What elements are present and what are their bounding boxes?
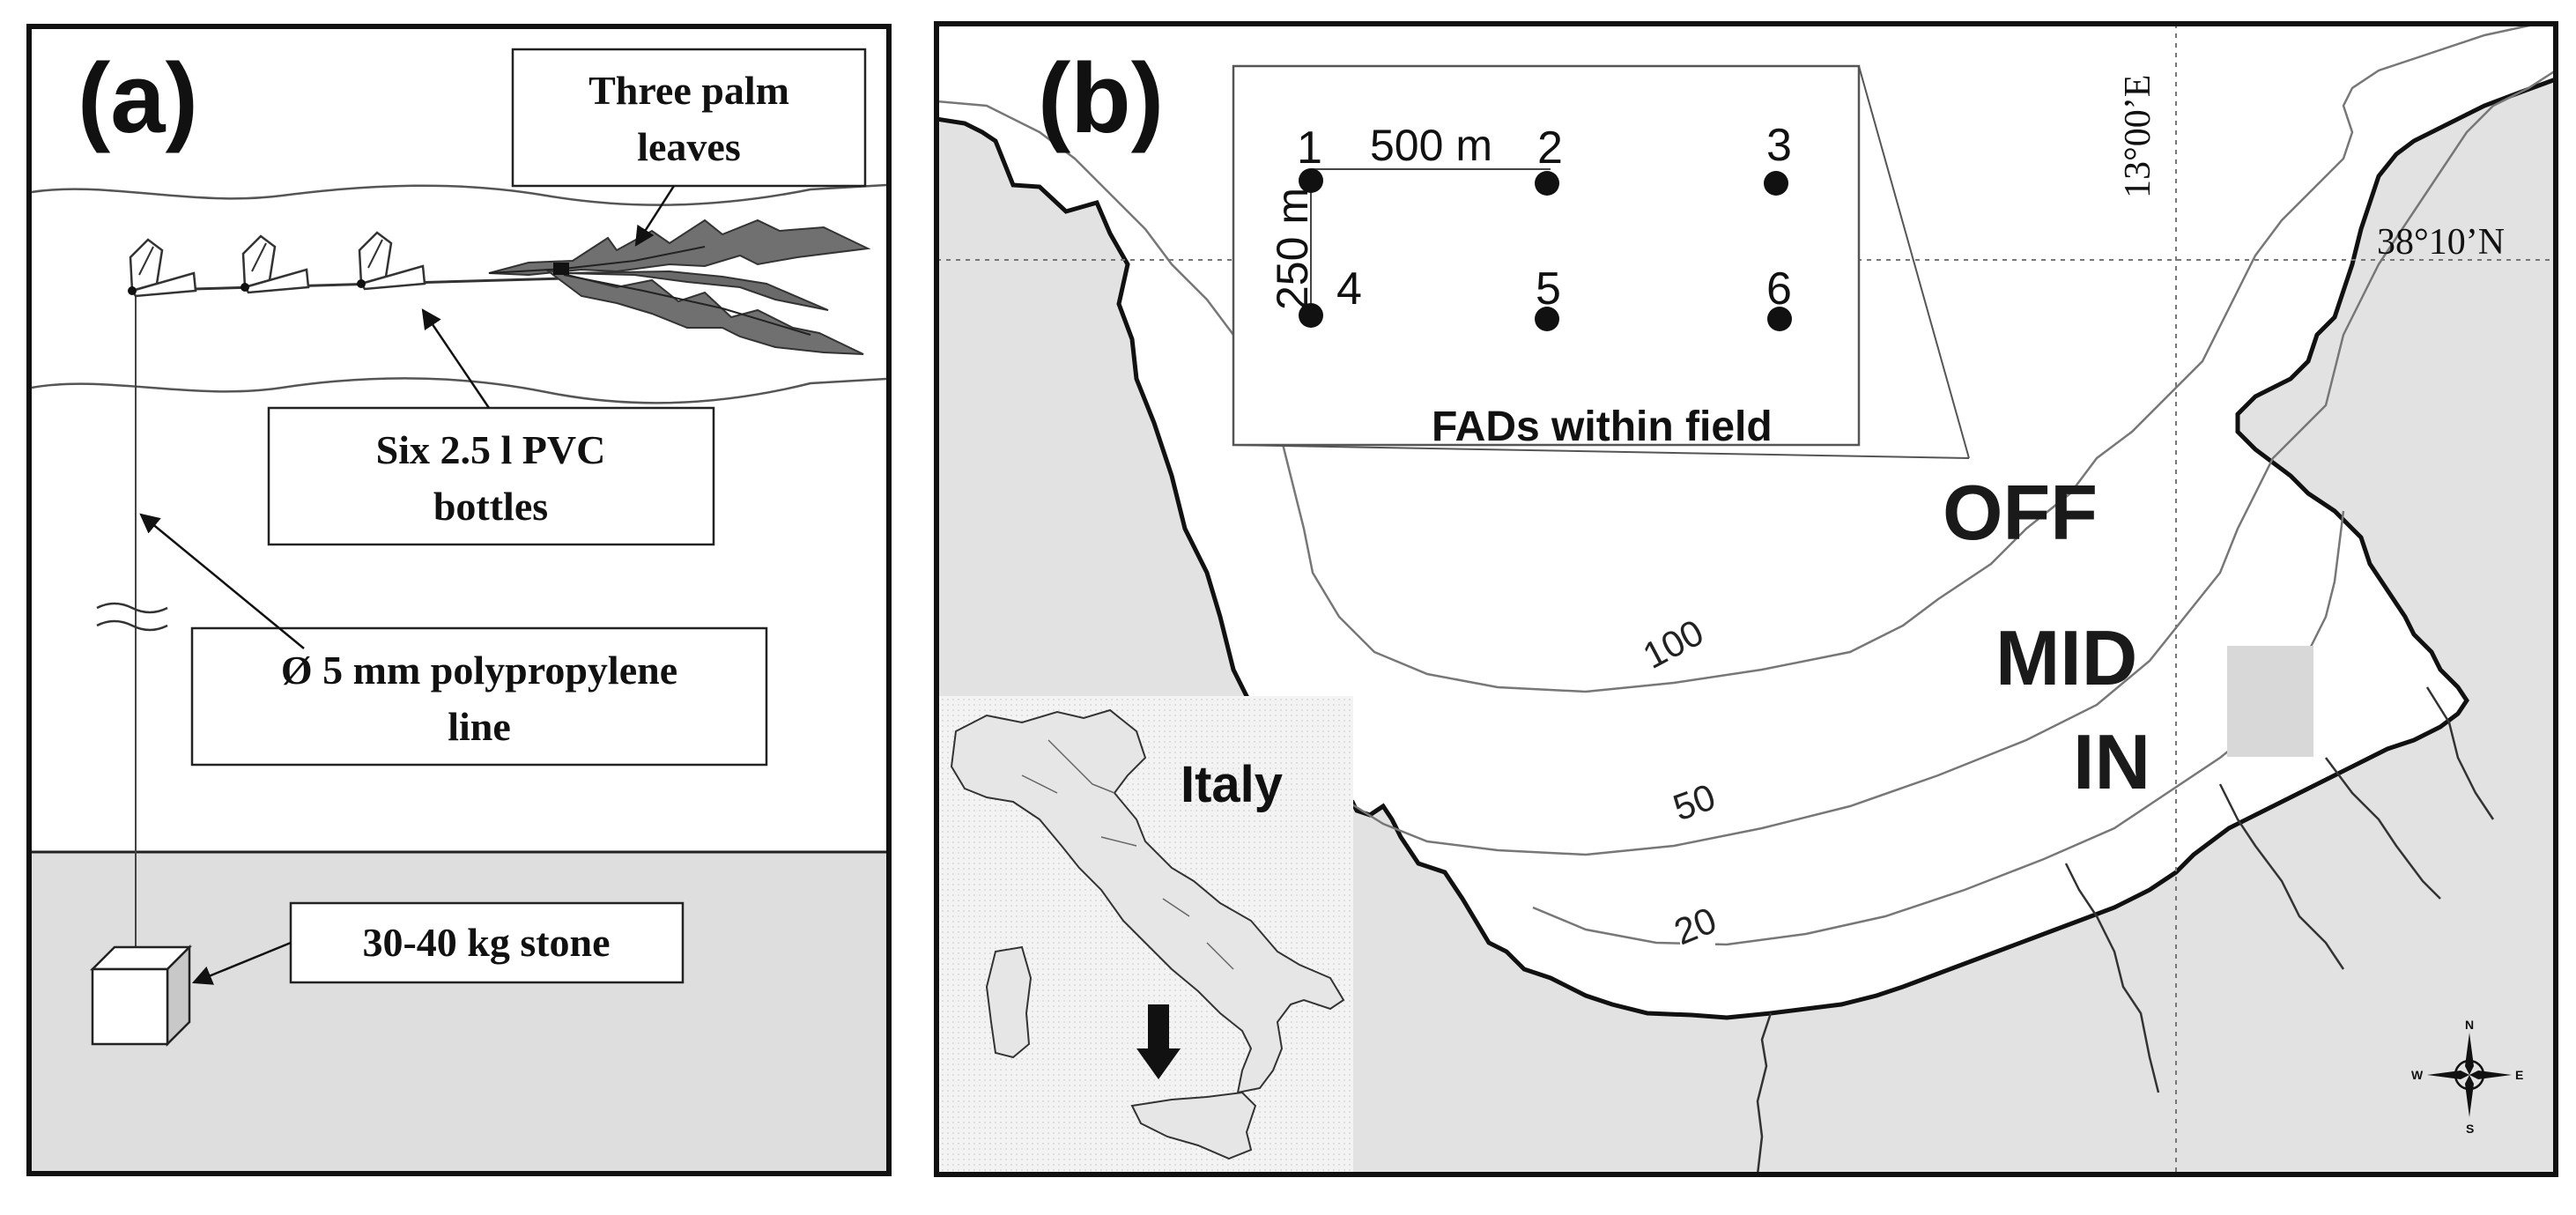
longitude-label: 13°00’E — [2118, 75, 2158, 198]
palm-label-box — [511, 48, 867, 188]
bottle-group-2 — [241, 234, 310, 294]
line-break-mark — [96, 602, 168, 632]
compass-w: W — [2411, 1068, 2424, 1082]
palm-leaves — [488, 219, 871, 355]
river-5 — [2425, 686, 2495, 820]
panel-b-frame — [934, 21, 2558, 1177]
bottles-label-line2: bottles — [433, 484, 548, 529]
fad-number-1: 1 — [1297, 122, 1322, 174]
latitude-label: 38°10’N — [2377, 222, 2505, 263]
fad-field-caption: FADs within field — [1432, 404, 1773, 450]
panel-a-letter: (a) — [78, 43, 198, 153]
contour-50 — [1347, 70, 2553, 856]
zone-label-off: OFF — [1943, 469, 2098, 556]
coastline — [939, 78, 2553, 1020]
fad-number-5: 5 — [1536, 263, 1561, 315]
river-1 — [1756, 1012, 1773, 1172]
zone-label-mid: MID — [1995, 614, 2137, 701]
line-label-line2: line — [448, 704, 511, 749]
river-4 — [2325, 757, 2441, 900]
italy-label: Italy — [1181, 756, 1283, 813]
line-label-box — [190, 626, 768, 767]
panel-a: (a) — [26, 24, 892, 1176]
fad-number-4: 4 — [1336, 263, 1362, 315]
bottles-label-line1: Six 2.5 l PVC — [376, 427, 606, 472]
panel-b-letter: (b) — [1038, 43, 1164, 153]
contour-100 — [939, 26, 2531, 693]
line-label-line1: Ø 5 mm polypropylene — [281, 648, 677, 693]
stone-label-box — [289, 901, 685, 984]
float-rope — [131, 277, 565, 293]
stone-cube — [89, 944, 193, 1048]
fad-marker-5 — [1535, 307, 1559, 331]
fad-number-2: 2 — [1537, 122, 1563, 174]
location-arrow — [1136, 1004, 1181, 1079]
study-area-marker — [2227, 646, 2313, 757]
compass-s: S — [2466, 1122, 2474, 1136]
bottle-group-3 — [357, 231, 426, 291]
fad-number-6: 6 — [1766, 263, 1792, 315]
stone-arrow — [191, 941, 292, 985]
spacing-horizontal: 500 m — [1370, 121, 1492, 170]
stone-label: 30-40 kg stone — [362, 920, 610, 965]
spacing-vertical: 250 m — [1268, 188, 1317, 310]
sea-surface-upper — [31, 183, 887, 206]
fad-marker-1 — [1299, 168, 1323, 193]
fad-marker-6 — [1767, 307, 1792, 331]
compass-n: N — [2465, 1018, 2474, 1032]
compass-rose: N S W E — [2411, 1018, 2523, 1136]
river-2 — [2064, 863, 2160, 1093]
bottle-group-1 — [128, 238, 197, 298]
palm-label-line1: Three palm — [588, 68, 789, 113]
palm-label-line2: leaves — [637, 124, 741, 169]
river-3 — [2218, 783, 2345, 970]
sea-surface-lower — [31, 377, 887, 404]
line-arrow — [139, 513, 305, 649]
italy-mainland — [950, 708, 1345, 1094]
fad-marker-4 — [1299, 303, 1323, 328]
palm-arrow — [634, 185, 676, 247]
bottles-arrow — [421, 308, 491, 409]
sardinia — [985, 945, 1033, 1059]
fad-marker-2 — [1535, 171, 1559, 196]
bottles-label-box — [267, 406, 715, 546]
zone-label-in: IN — [2073, 718, 2150, 805]
fad-number-3: 3 — [1766, 120, 1792, 171]
panel-b: 1 2 3 4 5 6 500 m 250 m FADs within fiel… — [934, 21, 2558, 1177]
fad-marker-3 — [1764, 171, 1788, 196]
compass-e: E — [2515, 1068, 2523, 1082]
fad-field-inset: 1 2 3 4 5 6 500 m 250 m FADs within fiel… — [1232, 64, 1970, 459]
sicily — [1130, 1091, 1257, 1160]
italy-locator: Italy — [939, 696, 1353, 1172]
